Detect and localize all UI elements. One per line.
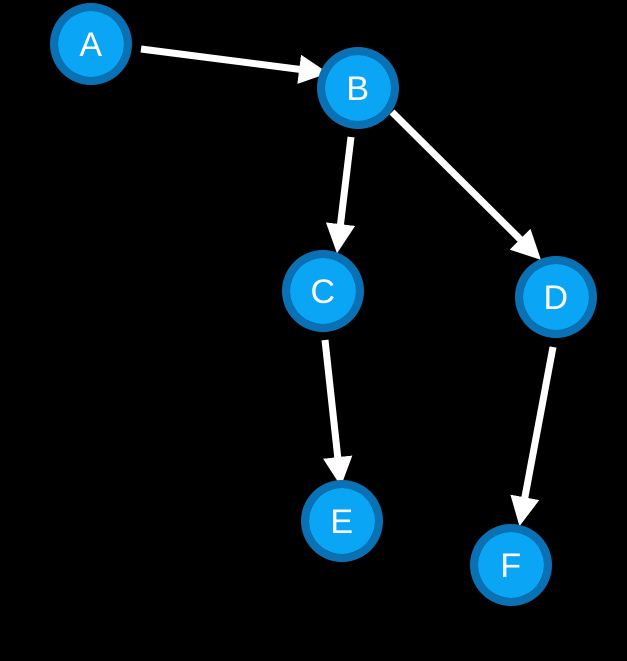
node-label-d: D: [543, 279, 568, 317]
graph-edge-c-to-e[interactable]: [321, 339, 353, 487]
graph-node-c[interactable]: C: [282, 250, 364, 332]
node-ring-e: [301, 480, 383, 562]
node-fill-b: [325, 55, 391, 121]
node-fill-c: [290, 258, 356, 324]
node-ring-b: [317, 47, 399, 129]
nodes-layer: A B C D E F: [50, 3, 597, 606]
node-ring-f: [470, 524, 552, 606]
node-ring-a: [50, 3, 132, 85]
graph-node-e[interactable]: E: [301, 480, 383, 562]
node-fill-d: [523, 264, 589, 330]
graph-edge-b-to-d[interactable]: [389, 109, 541, 260]
graph-edge-d-to-f[interactable]: [510, 346, 557, 527]
node-label-b: B: [346, 70, 369, 108]
node-fill-f: [478, 532, 544, 598]
node-label-e: E: [330, 503, 353, 541]
graph-node-a[interactable]: A: [50, 3, 132, 85]
graph-node-b[interactable]: B: [317, 47, 399, 129]
node-label-f: F: [500, 547, 521, 585]
graph-edge-b-to-c[interactable]: [325, 136, 356, 254]
graph-node-f[interactable]: F: [470, 524, 552, 606]
graph-node-d[interactable]: D: [515, 256, 597, 338]
node-label-a: A: [79, 26, 102, 64]
node-ring-c: [282, 250, 364, 332]
graph-edge-a-to-b[interactable]: [140, 45, 329, 84]
node-ring-d: [515, 256, 597, 338]
node-fill-a: [58, 11, 124, 77]
node-fill-e: [309, 488, 375, 554]
node-label-c: C: [310, 273, 335, 311]
edges-layer: [140, 45, 557, 527]
